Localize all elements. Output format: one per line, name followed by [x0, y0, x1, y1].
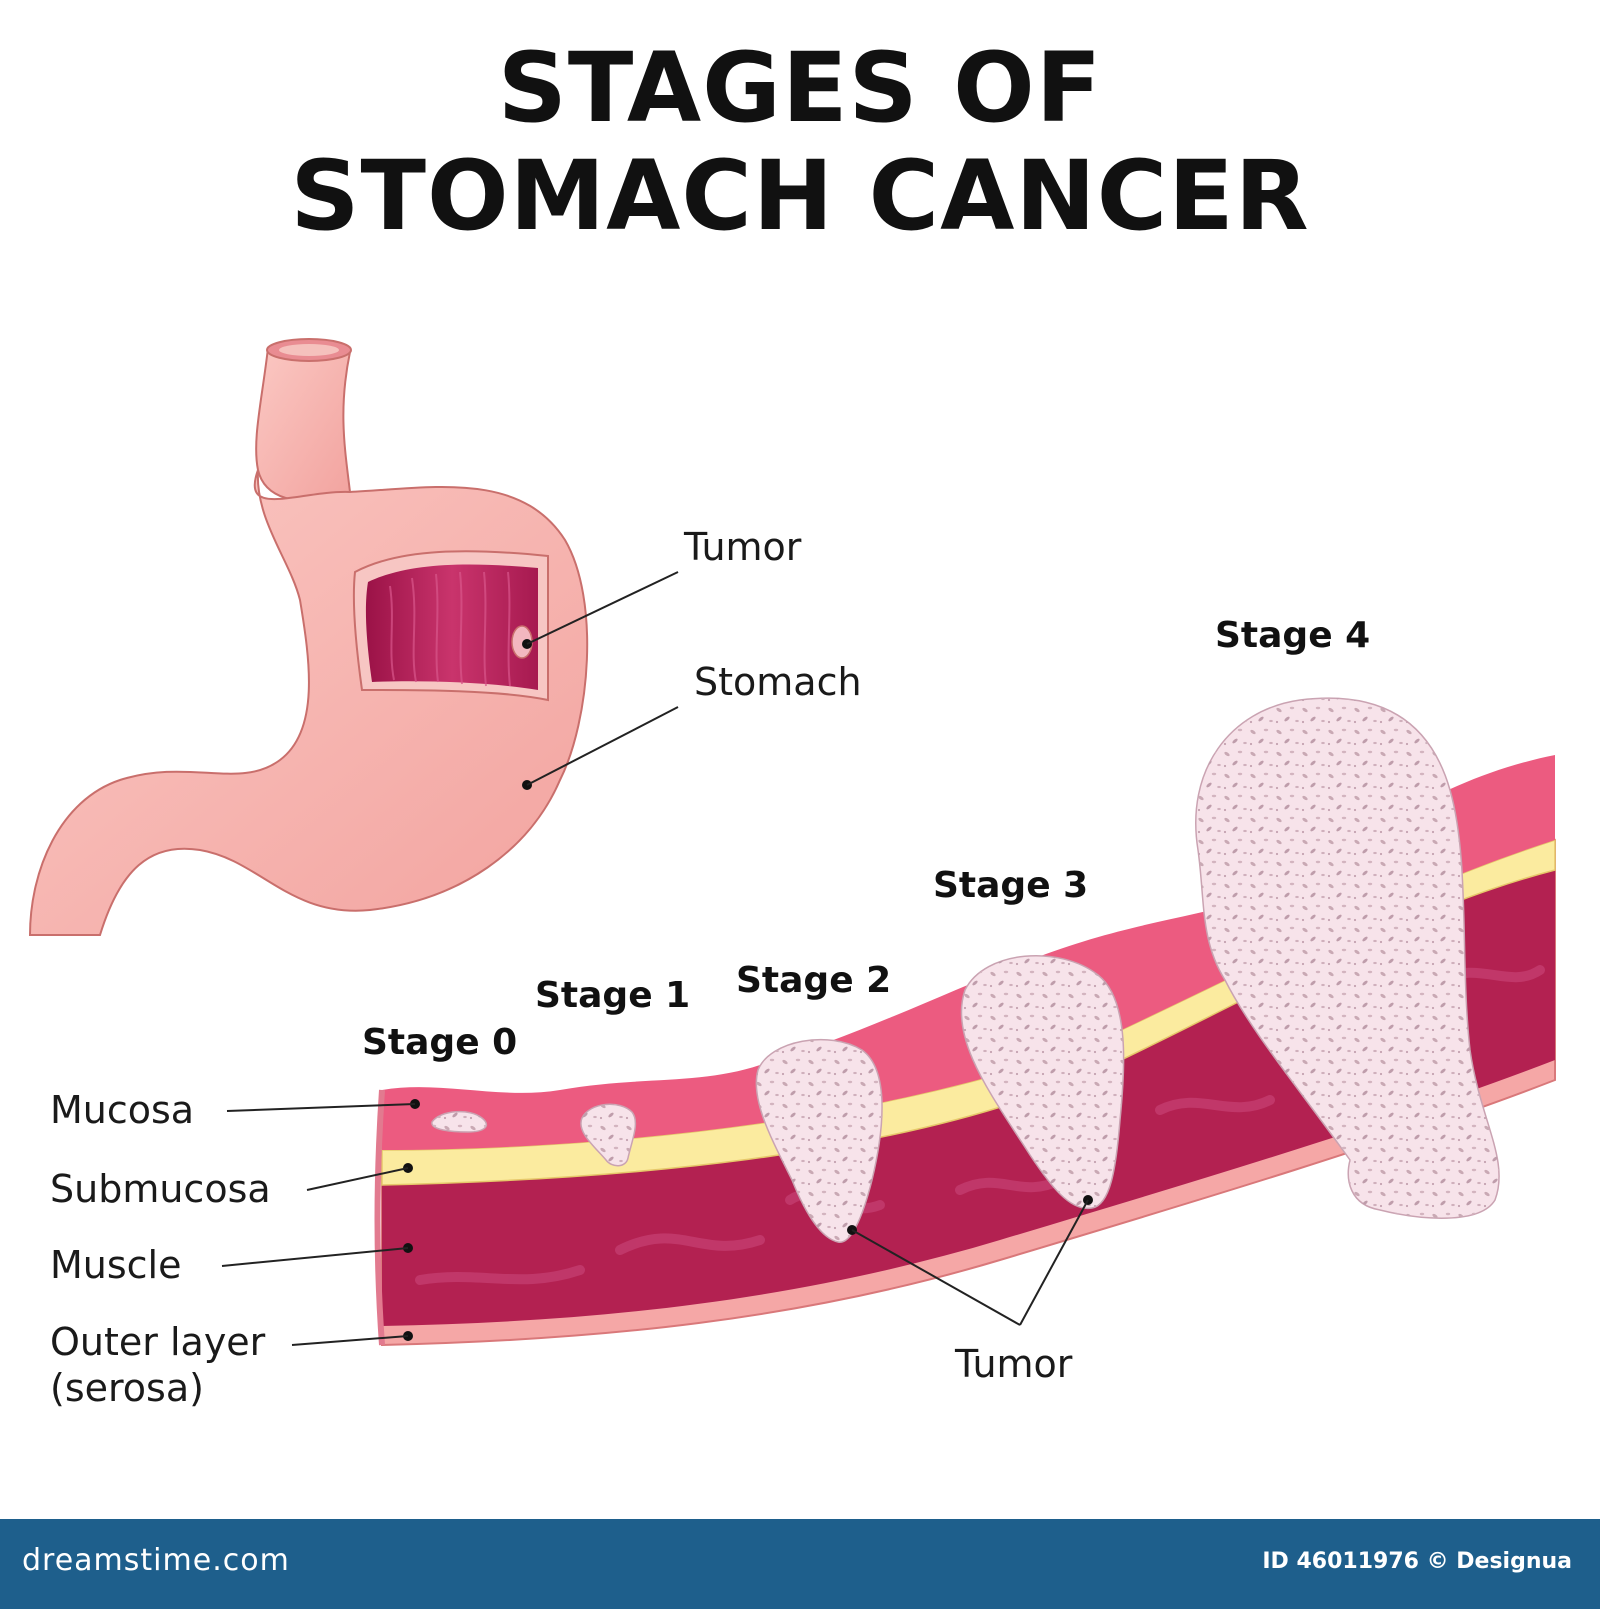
muscle-label: Muscle: [50, 1243, 182, 1287]
stage-1-label: Stage 1: [535, 975, 691, 1016]
footer-credit: ID 46011976 © Designua: [1262, 1549, 1572, 1574]
stomach-label: Stomach: [694, 660, 862, 704]
muscle-layer: [382, 860, 1555, 1326]
stomach-inner-lining: [365, 564, 538, 690]
tumor-stage-3-texture: [961, 955, 1124, 1209]
serosa-leader-line: [291, 1335, 409, 1346]
stomach-body: [28, 469, 589, 936]
stomach-illustration: [28, 338, 679, 936]
section-left-edge: [374, 1089, 385, 1346]
tumor-pointer-line-b: [1019, 1199, 1089, 1326]
mucosa-leader-line: [226, 1103, 416, 1112]
stage-3-label: Stage 3: [933, 865, 1089, 906]
serosa-label-line-1: Outer layer: [50, 1320, 266, 1364]
stage-2-label: Stage 2: [736, 960, 892, 1001]
tumor-stage-2-texture: [756, 1039, 883, 1243]
serosa-label-line-2: (serosa): [50, 1366, 204, 1410]
esophagus: [255, 346, 352, 502]
stage-4-label: Stage 4: [1215, 615, 1371, 656]
tumor-stage-1-texture: [580, 1104, 636, 1166]
stage-0-label: Stage 0: [362, 1022, 518, 1063]
muscle-leader-line: [221, 1247, 409, 1267]
stomach-tumor-label: Tumor: [684, 525, 802, 569]
tumor-stage-0-texture: [431, 1111, 487, 1132]
title-line-2: STOMACH CANCER: [290, 140, 1310, 252]
title-line-1: STAGES OF: [497, 32, 1103, 144]
stomach-leader-line: [526, 706, 679, 786]
tumor-stage-4-texture: [1195, 698, 1500, 1219]
stomach-wall-section: [221, 697, 1556, 1347]
footer-logo: dreamstime.com: [22, 1543, 290, 1578]
tumor-leader-line: [526, 571, 679, 645]
tumor-pointer-line-a: [851, 1229, 1021, 1326]
mucosa-label: Mucosa: [50, 1088, 195, 1132]
submucosa-leader-line: [306, 1167, 409, 1191]
submucosa-label: Submucosa: [50, 1167, 271, 1211]
footer-bar: dreamstime.com ID 46011976 © Designua: [0, 1519, 1600, 1609]
bottom-tumor-label: Tumor: [955, 1342, 1073, 1386]
mucosa-layer: [382, 755, 1555, 1150]
